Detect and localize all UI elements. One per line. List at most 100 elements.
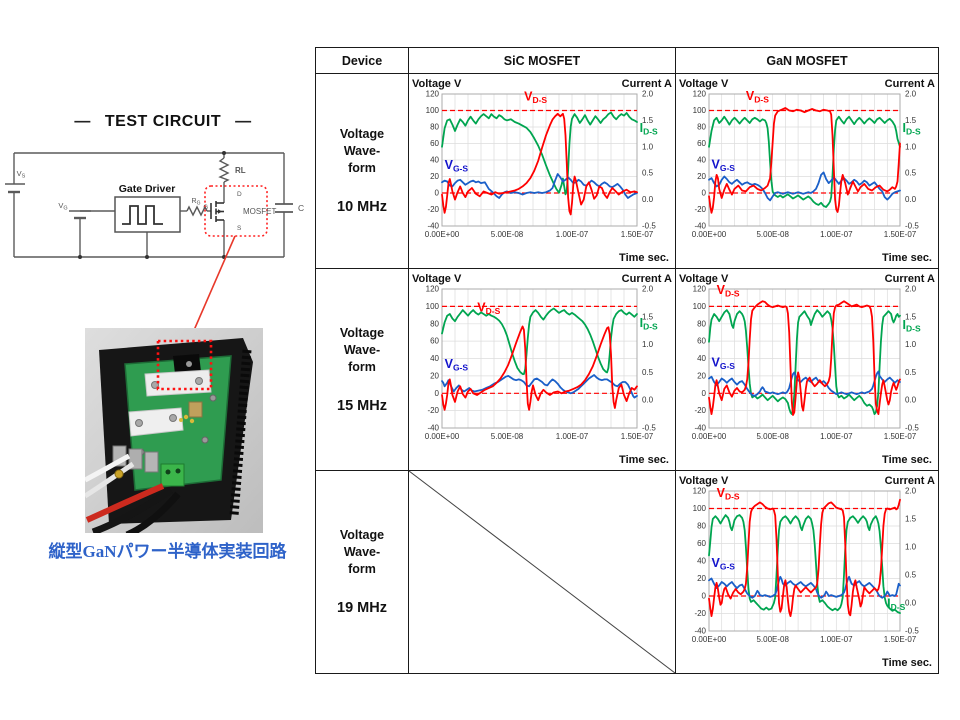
svg-text:0.5: 0.5 xyxy=(905,571,917,580)
drain-terminal-label: D xyxy=(237,191,242,198)
series-label-V_G-S: VG-S xyxy=(712,157,736,173)
terminal-hole xyxy=(175,468,181,474)
c-capacitor xyxy=(275,203,293,213)
screw xyxy=(195,377,203,385)
svg-text:20: 20 xyxy=(697,574,706,583)
time-axis-label: Time sec. xyxy=(619,454,669,466)
svg-text:40: 40 xyxy=(697,557,706,566)
svg-text:0.0: 0.0 xyxy=(642,396,654,405)
vs-label: VS xyxy=(17,169,26,180)
svg-text:0.5: 0.5 xyxy=(905,169,917,178)
svg-text:-0.5: -0.5 xyxy=(905,627,919,636)
series-I_D-S xyxy=(441,111,638,196)
gate-driver-box xyxy=(114,196,181,233)
freq-15mhz: 15 MHz xyxy=(337,397,387,414)
svg-text:0.00E+00: 0.00E+00 xyxy=(425,230,460,239)
svg-text:0.0: 0.0 xyxy=(905,195,917,204)
svg-text:100: 100 xyxy=(693,302,707,311)
current-axis-label: Current A xyxy=(622,78,672,90)
svg-text:1.5: 1.5 xyxy=(642,312,654,321)
svg-text:0.5: 0.5 xyxy=(642,368,654,377)
svg-text:0: 0 xyxy=(702,592,707,601)
svg-text:60: 60 xyxy=(697,139,706,148)
svg-text:60: 60 xyxy=(697,337,706,346)
svg-text:-0.5: -0.5 xyxy=(642,424,656,433)
svg-text:1.50E-07: 1.50E-07 xyxy=(621,230,654,239)
black-wire xyxy=(125,491,181,533)
svg-text:1.5: 1.5 xyxy=(905,312,917,321)
capacitor-yellow xyxy=(179,418,183,422)
rg-resistor xyxy=(186,205,208,217)
svg-text:1.0: 1.0 xyxy=(905,543,917,552)
terminal-block xyxy=(160,463,185,487)
svg-text:1.50E-07: 1.50E-07 xyxy=(884,635,917,644)
terminal-hole xyxy=(165,469,171,475)
svg-text:80: 80 xyxy=(697,522,706,531)
svg-text:5.00E-08: 5.00E-08 xyxy=(756,432,789,441)
voltage-axis-label: Voltage V xyxy=(679,78,729,90)
svg-text:0.00E+00: 0.00E+00 xyxy=(692,635,727,644)
c-label: C xyxy=(298,203,304,213)
svg-text:5.00E-08: 5.00E-08 xyxy=(756,230,789,239)
mosfet-symbol xyxy=(210,201,224,222)
svg-text:-40: -40 xyxy=(694,424,706,433)
ceramic-block-mid xyxy=(128,407,184,437)
voltage-axis-label: Voltage V xyxy=(412,273,462,285)
time-axis-label: Time sec. xyxy=(619,252,669,264)
svg-text:80: 80 xyxy=(430,123,439,132)
svg-text:60: 60 xyxy=(697,539,706,548)
svg-text:1.00E-07: 1.00E-07 xyxy=(820,635,853,644)
current-axis-label: Current A xyxy=(885,273,935,285)
svg-text:-20: -20 xyxy=(694,406,706,415)
svg-text:120: 120 xyxy=(693,90,707,99)
svg-text:0.0: 0.0 xyxy=(642,195,654,204)
svg-text:100: 100 xyxy=(426,106,440,115)
svg-text:2.0: 2.0 xyxy=(642,285,654,294)
series-V_G-S xyxy=(441,173,638,199)
series-V_D-S xyxy=(708,498,901,618)
svg-text:0.0: 0.0 xyxy=(905,599,917,608)
svg-text:1.0: 1.0 xyxy=(642,142,654,151)
svg-text:-40: -40 xyxy=(694,627,706,636)
rl-resistor xyxy=(218,157,230,183)
time-axis-label: Time sec. xyxy=(882,657,932,669)
svg-text:80: 80 xyxy=(430,319,439,328)
mosfet-screw xyxy=(186,361,192,367)
svg-text:5.00E-08: 5.00E-08 xyxy=(491,432,524,441)
time-axis-label: Time sec. xyxy=(882,454,932,466)
screw xyxy=(135,419,143,427)
results-table: Device SiC MOSFET GaN MOSFET Voltage Wav… xyxy=(315,47,939,674)
svg-text:1.00E-07: 1.00E-07 xyxy=(820,230,853,239)
vs-battery xyxy=(5,183,25,194)
svg-text:-40: -40 xyxy=(694,222,706,231)
svg-text:20: 20 xyxy=(697,371,706,380)
header-gan-mosfet: GaN MOSFET xyxy=(676,48,938,74)
svg-text:1.5: 1.5 xyxy=(905,116,917,125)
capacitor-yellow xyxy=(189,418,195,424)
series-label-V_D-S: VD-S xyxy=(717,486,740,502)
svg-text:0: 0 xyxy=(435,189,440,198)
svg-text:-0.5: -0.5 xyxy=(905,424,919,433)
gridlines xyxy=(708,93,901,227)
series-label-V_G-S: VG-S xyxy=(712,556,736,572)
capacitor-yellow xyxy=(183,414,189,420)
svg-text:1.00E-07: 1.00E-07 xyxy=(820,432,853,441)
svg-text:-20: -20 xyxy=(694,205,706,214)
svg-text:0.00E+00: 0.00E+00 xyxy=(692,230,727,239)
white-wire xyxy=(85,453,131,483)
series-label-V_D-S: VD-S xyxy=(524,90,547,106)
svg-text:20: 20 xyxy=(430,172,439,181)
svg-text:1.0: 1.0 xyxy=(905,142,917,151)
svg-text:2.0: 2.0 xyxy=(642,90,654,99)
vg-battery xyxy=(69,210,91,220)
svg-text:0.5: 0.5 xyxy=(642,169,654,178)
svg-text:-40: -40 xyxy=(427,222,439,231)
row-label-15mhz: Voltage Wave- form 15 MHz xyxy=(316,269,409,471)
photo-caption: 縦型GaNパワー半導体実装回路 xyxy=(48,542,287,561)
svg-text:1.00E-07: 1.00E-07 xyxy=(556,432,589,441)
rg-label: RG xyxy=(192,198,201,207)
svg-text:2.0: 2.0 xyxy=(905,285,917,294)
series-I_D-S xyxy=(708,514,901,615)
series-label-I_D-S: ID-S xyxy=(887,596,905,612)
